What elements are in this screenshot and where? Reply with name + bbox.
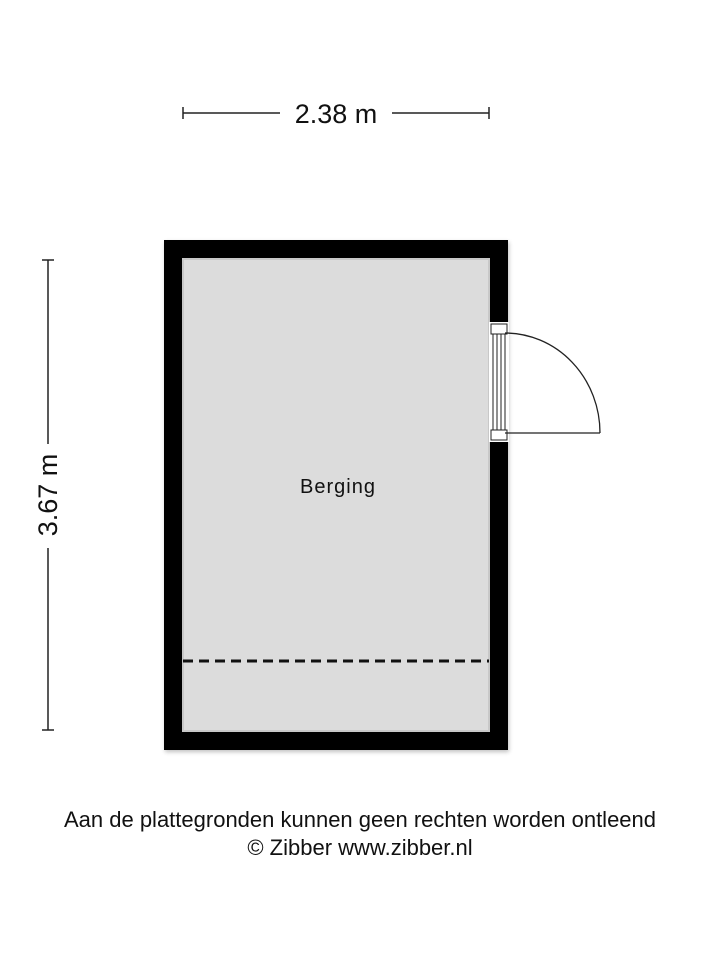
door-opening — [489, 322, 509, 442]
width-dimension-line — [182, 107, 490, 119]
room-label-berging: Berging — [300, 476, 376, 498]
copyright-text: © Zibber www.zibber.nl — [247, 835, 473, 860]
footer: Aan de plattegronden kunnen geen rechten… — [0, 806, 720, 862]
width-dimension-label: 2.38 m — [294, 99, 378, 129]
height-dimension-line — [42, 259, 54, 731]
door-swing — [504, 332, 601, 434]
room-floor — [183, 259, 489, 731]
disclaimer-text: Aan de plattegronden kunnen geen rechten… — [63, 807, 657, 832]
door-frame — [490, 323, 508, 441]
height-dimension-label: 3.67 m — [33, 453, 63, 537]
